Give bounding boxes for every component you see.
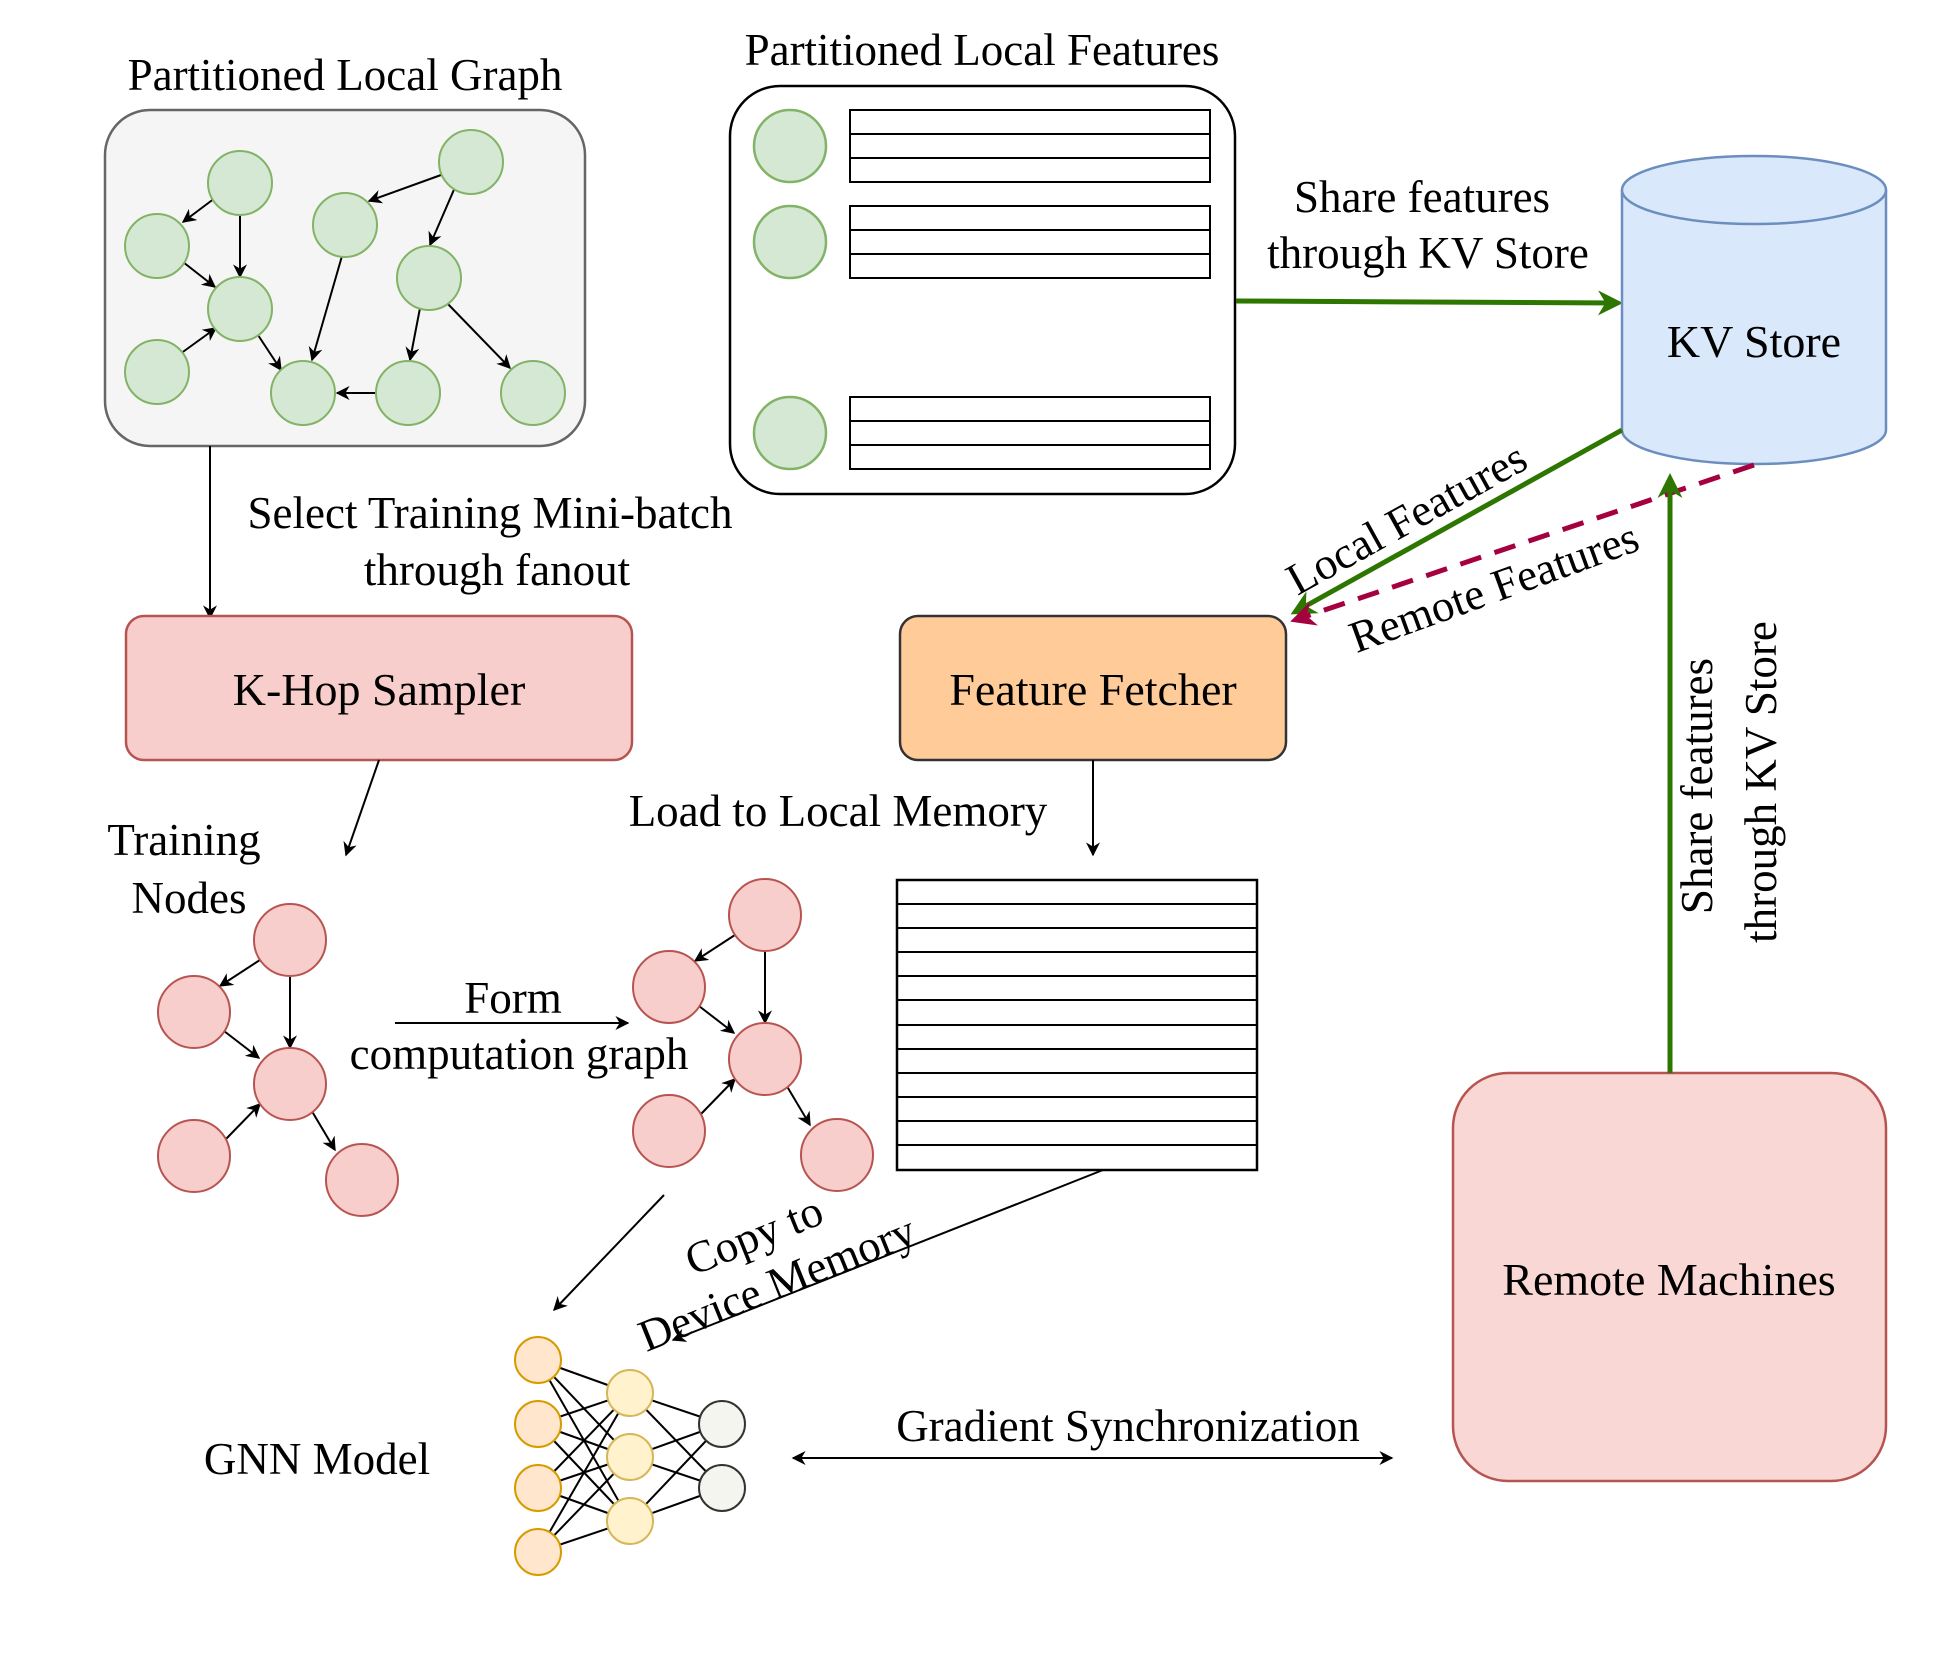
gnn-input-neuron	[514, 1528, 562, 1576]
training-node	[253, 1047, 327, 1121]
graph-to-model-arrow	[553, 1194, 665, 1312]
graph-node	[207, 276, 273, 342]
local-memory-table	[895, 878, 1259, 1172]
graph-node	[207, 150, 273, 216]
training-nodes	[157, 903, 399, 1217]
computation-node	[632, 1094, 706, 1168]
local-features-container	[728, 84, 1237, 496]
partitioned-local-features-title: Partitioned Local Features	[745, 25, 1220, 75]
form-label-line2: computation graph	[350, 1029, 689, 1079]
memory-to-device-arrow	[671, 1169, 1104, 1342]
graph-node	[124, 339, 190, 405]
select-minibatch-label-line2: through fanout	[364, 545, 631, 595]
gnn-hidden-neuron	[606, 1497, 654, 1545]
gnn-hidden-neuron	[606, 1369, 654, 1417]
share-features-label-line2: through KV Store	[1267, 228, 1589, 278]
load-to-local-memory-label: Load to Local Memory	[629, 786, 1048, 836]
gnn-output-neuron	[698, 1464, 746, 1512]
graph-node	[396, 245, 462, 311]
training-node	[157, 1119, 231, 1193]
local-graph-edges	[179, 174, 511, 400]
k-hop-sampler-label: K-Hop Sampler	[233, 664, 526, 715]
sampler-to-nodes-arrow	[343, 759, 380, 857]
gnn-input-neuron	[514, 1464, 562, 1512]
feature-node	[752, 395, 828, 471]
share-features-arrow	[1235, 290, 1623, 316]
feature-fetcher-label: Feature Fetcher	[949, 664, 1236, 715]
kv-store-label: KV Store	[1667, 316, 1841, 367]
feature-rows	[752, 108, 1211, 471]
gnn-output-neuron	[698, 1400, 746, 1448]
feature-node	[752, 108, 828, 184]
computation-node	[800, 1118, 874, 1192]
training-nodes-label-line1: Training	[107, 815, 260, 865]
gnn-hidden-neuron	[606, 1433, 654, 1481]
training-node	[157, 975, 231, 1049]
computation-node	[632, 950, 706, 1024]
computation-graph-edges	[693, 932, 811, 1127]
select-minibatch-label-line1: Select Training Mini-batch	[248, 488, 733, 538]
graph-node	[270, 360, 336, 426]
training-node	[325, 1143, 399, 1217]
remote-share-label-line1: Share features	[1672, 658, 1722, 914]
training-node	[253, 903, 327, 977]
kv-store-cylinder	[1620, 154, 1888, 466]
graph-node	[124, 213, 190, 279]
training-nodes-edges	[218, 957, 336, 1152]
share-features-label-line1: Share features	[1294, 172, 1550, 222]
feature-vector	[849, 205, 1211, 279]
form-label-line1: Form	[464, 973, 562, 1023]
feature-node	[752, 204, 828, 280]
gnn-input-neuron	[514, 1336, 562, 1384]
local-graph-nodes	[124, 129, 566, 426]
training-nodes-label-line2: Nodes	[132, 873, 247, 923]
remote-machines-label: Remote Machines	[1502, 1254, 1835, 1305]
partitioned-local-graph-title: Partitioned Local Graph	[128, 50, 563, 100]
computation-graph-nodes	[632, 878, 874, 1192]
gradient-sync-label: Gradient Synchronization	[896, 1401, 1360, 1451]
computation-node	[728, 1022, 802, 1096]
graph-node	[312, 192, 378, 258]
graph-node	[375, 360, 441, 426]
remote-share-label-line2: through KV Store	[1736, 621, 1786, 943]
graph-node	[500, 360, 566, 426]
computation-node	[728, 878, 802, 952]
gnn-model-neurons	[514, 1336, 746, 1576]
gnn-model-label: GNN Model	[204, 1434, 430, 1484]
local-features-arrow	[1290, 427, 1624, 615]
gnn-input-neuron	[514, 1400, 562, 1448]
graph-node	[438, 129, 504, 195]
feature-vector	[849, 109, 1211, 183]
feature-vector	[849, 396, 1211, 470]
